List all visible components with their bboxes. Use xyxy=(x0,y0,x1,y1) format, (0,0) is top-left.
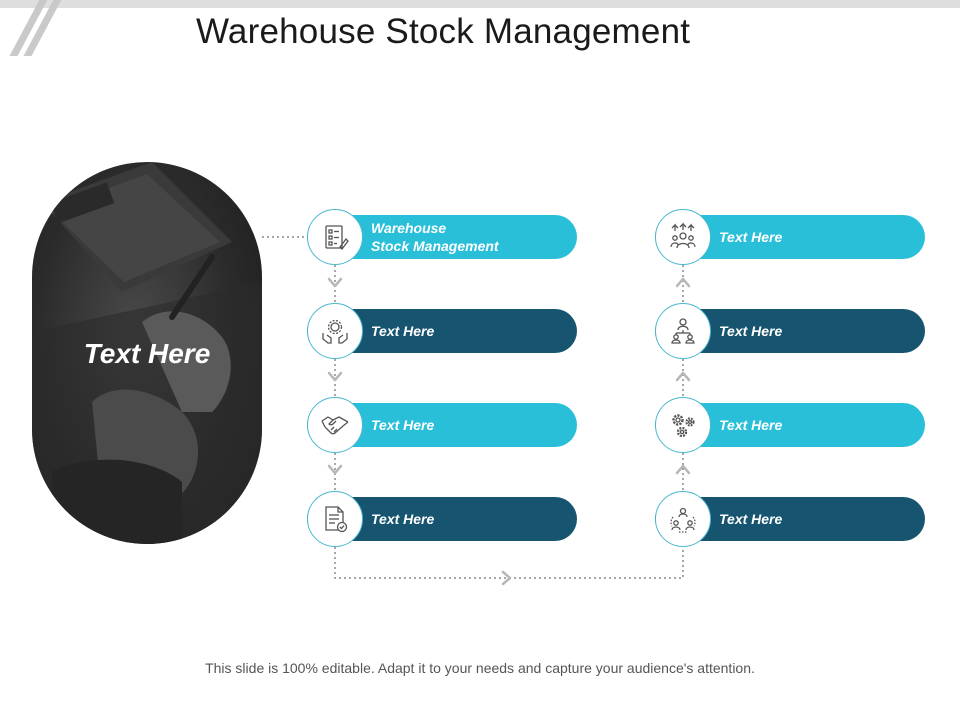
top-bar xyxy=(0,0,960,8)
step-label: Text Here xyxy=(371,323,435,339)
photo-oval: Text Here xyxy=(32,162,262,544)
photo-hand-writing-icon xyxy=(32,162,262,544)
step-label: Text Here xyxy=(719,323,783,339)
step-label: Text Here xyxy=(719,417,783,433)
slide-title: Warehouse Stock Management xyxy=(196,12,691,51)
step-label: Text Here xyxy=(371,511,435,527)
step-label: Warehouse Stock Management xyxy=(371,220,499,254)
gears-icon xyxy=(655,397,711,453)
checklist-icon xyxy=(307,209,363,265)
document-check-icon xyxy=(307,491,363,547)
oval-label: Text Here xyxy=(83,338,211,369)
network-people-icon xyxy=(655,491,711,547)
hands-gear-icon xyxy=(307,303,363,359)
handshake-icon xyxy=(307,397,363,453)
step-label: Text Here xyxy=(719,511,783,527)
step-label: Text Here xyxy=(719,229,783,245)
team-growth-icon xyxy=(655,209,711,265)
slide-footer: This slide is 100% editable. Adapt it to… xyxy=(205,660,755,676)
hierarchy-icon xyxy=(655,303,711,359)
step-label: Text Here xyxy=(371,417,435,433)
